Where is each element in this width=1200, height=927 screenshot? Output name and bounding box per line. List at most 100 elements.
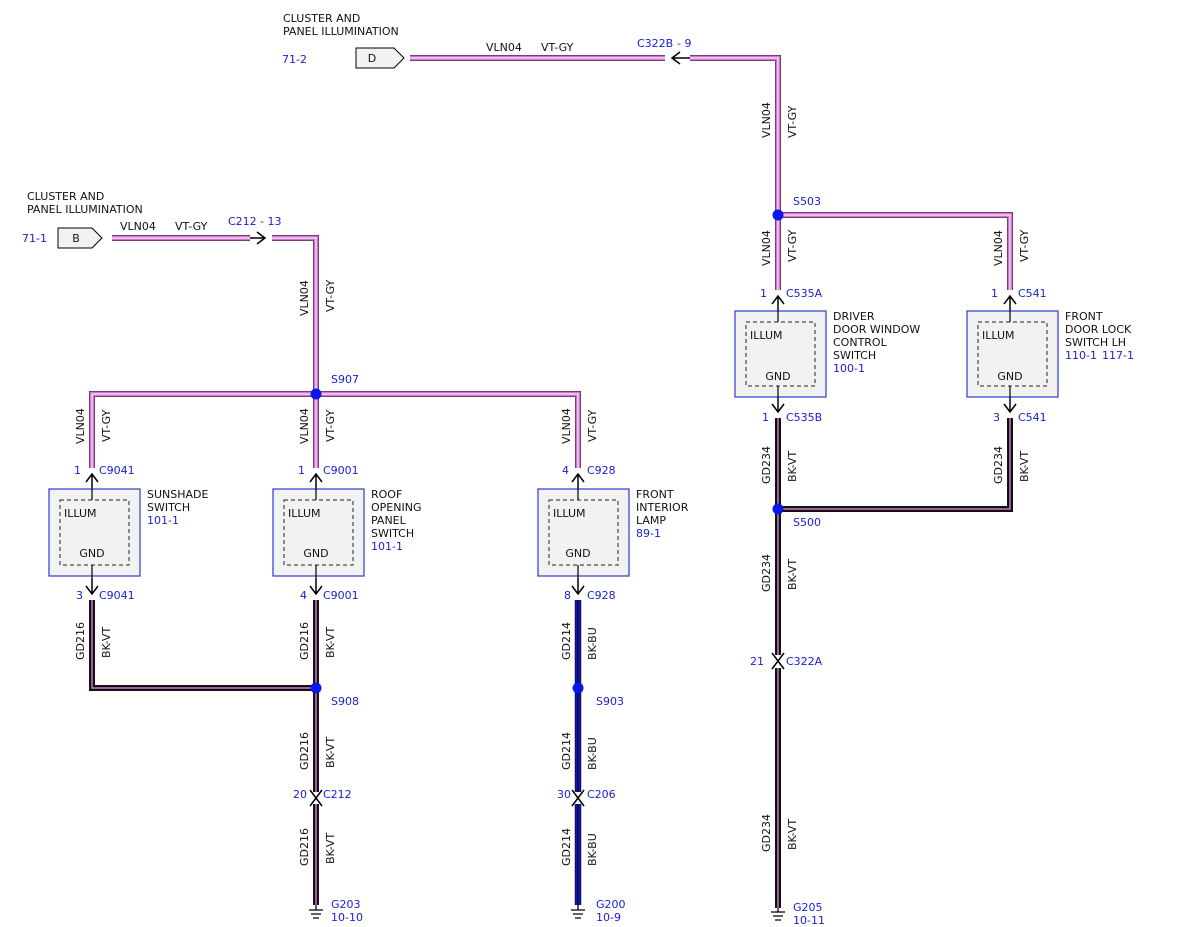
- c9001-top-label[interactable]: C9001: [323, 464, 359, 477]
- ground-g205-ref[interactable]: 10-11: [793, 914, 825, 927]
- lamp-inner: [548, 499, 619, 566]
- wire-vln04-s503-to-c541-layer: [778, 212, 1013, 290]
- sunshade-switch-ref[interactable]: 101-1: [147, 514, 179, 527]
- component-door-lock-switch[interactable]: ILLUM GND FRONT DOOR LOCK SWITCH LH 110-…: [966, 310, 1134, 398]
- label-vln04-v6: VLN04: [298, 408, 311, 444]
- label-vtgy-v7: VT-GY: [586, 409, 599, 442]
- c322a-label[interactable]: C322A: [786, 655, 823, 668]
- driver-switch-gnd: GND: [765, 370, 790, 383]
- c206-glyph: [571, 789, 585, 807]
- wire-gd234-c541-to-s500-layer: [778, 418, 1013, 512]
- c928-top-glyph: [571, 472, 585, 488]
- roof-switch-name1: ROOF: [371, 488, 402, 501]
- c212-top-label[interactable]: C212: [228, 215, 257, 228]
- splice-s908-label[interactable]: S908: [331, 695, 359, 708]
- wire-vln04-s907-to-c928-layer: [316, 391, 581, 468]
- label-vtgy-v6: VT-GY: [324, 409, 337, 442]
- splice-s903-label[interactable]: S903: [596, 695, 624, 708]
- component-driver-window-switch[interactable]: ILLUM GND DRIVER DOOR WINDOW CONTROL SWI…: [734, 310, 920, 398]
- lock-switch-name2: DOOR LOCK: [1065, 323, 1132, 336]
- c206-pin: 30: [557, 788, 571, 801]
- ground-g200-ref[interactable]: 10-9: [596, 911, 621, 924]
- ground-g205-name[interactable]: G205: [793, 901, 823, 914]
- offpage-d-ref[interactable]: 71-2: [282, 53, 307, 66]
- lock-switch-name3: SWITCH LH: [1065, 336, 1126, 349]
- label-vln04-v5: VLN04: [74, 408, 87, 444]
- lock-switch-gnd: GND: [997, 370, 1022, 383]
- splice-s907-label[interactable]: S907: [331, 373, 359, 386]
- lock-switch-ref2[interactable]: 117-1: [1102, 349, 1134, 362]
- roof-switch-ref[interactable]: 101-1: [371, 540, 403, 553]
- c9001-bot-label[interactable]: C9001: [323, 589, 359, 602]
- lock-switch-inner: [977, 321, 1048, 387]
- c535b-label[interactable]: C535B: [786, 411, 822, 424]
- wire-vln04-s503-to-c541[interactable]: [778, 214, 1011, 290]
- ground-g200-name[interactable]: G200: [596, 898, 626, 911]
- c212-bot-label[interactable]: C212: [323, 788, 352, 801]
- splice-s903-dot[interactable]: [572, 682, 584, 694]
- c535b-pin: 1: [762, 411, 769, 424]
- c541-bot-pin: 3: [993, 411, 1000, 424]
- roof-switch-name2: OPENING: [371, 501, 421, 514]
- lamp-outer: [537, 488, 630, 577]
- c9041-top-label[interactable]: C9041: [99, 464, 135, 477]
- lock-switch-ref1[interactable]: 110-1: [1065, 349, 1097, 362]
- lamp-name3: LAMP: [636, 514, 666, 527]
- lock-switch-illum: ILLUM: [982, 329, 1015, 342]
- c322b-label[interactable]: C322B: [637, 37, 673, 50]
- offpage-b[interactable]: B CLUSTER AND PANEL ILLUMINATION 71-1: [22, 190, 143, 249]
- c928-top-label[interactable]: C928: [587, 464, 616, 477]
- ground-g205[interactable]: G205 10-11: [771, 901, 825, 927]
- ground-g200[interactable]: G200 10-9: [571, 898, 626, 924]
- ground-g203-ref[interactable]: 10-10: [331, 911, 363, 924]
- c541-top-label[interactable]: C541: [1018, 287, 1047, 300]
- c535a-label[interactable]: C535A: [786, 287, 823, 300]
- component-sunshade-switch[interactable]: ILLUM GND SUNSHADE SWITCH 101-1: [48, 488, 209, 577]
- vt-gy-wires: [89, 55, 1013, 468]
- label-bkvt-8: BK-VT: [786, 819, 799, 850]
- c9041-bot-label[interactable]: C9041: [99, 589, 135, 602]
- splice-s503-label[interactable]: S503: [793, 195, 821, 208]
- roof-switch-illum: ILLUM: [288, 507, 321, 520]
- component-roof-panel-switch[interactable]: ILLUM GND ROOF OPENING PANEL SWITCH 101-…: [272, 488, 421, 577]
- wire-vln04-c322b-to-s503[interactable]: [690, 57, 779, 215]
- roof-switch-name3: PANEL: [371, 514, 407, 527]
- ground-g203[interactable]: G203 10-10: [309, 898, 363, 924]
- wire-gd216-c9041-to-s908-layer: [89, 600, 316, 691]
- sunshade-switch-outer: [48, 488, 141, 577]
- c928-bot-label[interactable]: C928: [587, 589, 616, 602]
- c541-bot-label[interactable]: C541: [1018, 411, 1047, 424]
- wire-vln04-s907-to-c9041[interactable]: [91, 393, 316, 468]
- wire-vln04-c212-to-s907[interactable]: [272, 237, 317, 394]
- c322b-pin: - 9: [677, 37, 691, 50]
- c212-top-glyph: [250, 231, 267, 245]
- splice-s907-dot[interactable]: [310, 388, 322, 400]
- splice-s908-dot[interactable]: [310, 682, 322, 694]
- label-gd216-2: GD216: [298, 622, 311, 660]
- wire-vln04-s907-to-c928-layer: [316, 391, 581, 468]
- offpage-d-title1: CLUSTER AND: [283, 12, 360, 25]
- driver-switch-ref[interactable]: 100-1: [833, 362, 865, 375]
- c9001-bot-pin: 4: [300, 589, 307, 602]
- wire-gd216-c9041-to-s908[interactable]: [91, 600, 316, 689]
- c206-label[interactable]: C206: [587, 788, 616, 801]
- splice-s500-dot[interactable]: [772, 503, 784, 515]
- label-bkvt-4: BK-VT: [324, 833, 337, 864]
- wire-vln04-s907-to-c928[interactable]: [316, 393, 579, 468]
- splice-s503-dot[interactable]: [772, 209, 784, 221]
- label-bkvt-1: BK-VT: [100, 627, 113, 658]
- wire-gd234-c541-to-s500[interactable]: [778, 418, 1011, 510]
- offpage-b-ref[interactable]: 71-1: [22, 232, 47, 245]
- label-gd214-1: GD214: [560, 622, 573, 660]
- component-interior-lamp[interactable]: ILLUM GND FRONT INTERIOR LAMP 89-1: [537, 488, 689, 577]
- ground-g203-icon: [309, 905, 323, 919]
- splice-s500-label[interactable]: S500: [793, 516, 821, 529]
- lamp-ref[interactable]: 89-1: [636, 527, 661, 540]
- offpage-d[interactable]: D CLUSTER AND PANEL ILLUMINATION 71-2: [282, 12, 405, 69]
- offpage-b-shape: [57, 227, 103, 249]
- c541-top-pin: 1: [991, 287, 998, 300]
- ground-g203-name[interactable]: G203: [331, 898, 361, 911]
- driver-switch-inner: [745, 321, 816, 387]
- c212-bot-pin: 20: [293, 788, 307, 801]
